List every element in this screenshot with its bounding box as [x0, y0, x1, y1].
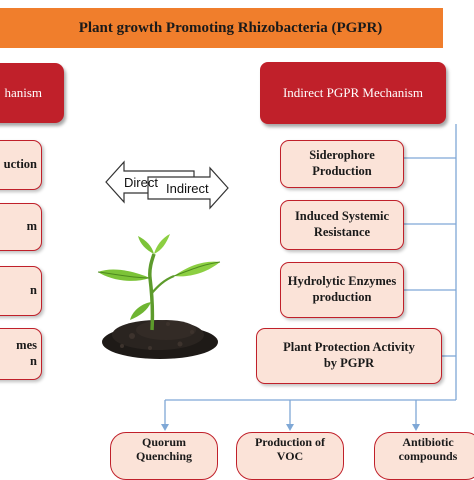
- seedling-icon: [97, 234, 221, 359]
- induced-resistance-box: Induced Systemic Resistance: [280, 200, 404, 250]
- direct-box-3: n: [0, 266, 42, 316]
- diagram-title: Plant growth Promoting Rhizobacteria (PG…: [0, 8, 443, 48]
- quorum-quenching-pill: Quorum Quenching: [110, 432, 218, 480]
- direct-box-2: m: [0, 203, 42, 251]
- siderophore-box: Siderophore Production: [280, 140, 404, 188]
- plant-protection-box: Plant Protection Activity by PGPR: [256, 328, 442, 384]
- direct-label: Direct: [124, 175, 158, 190]
- voc-production-pill: Production of VOC: [236, 432, 344, 480]
- direct-mechanism-header: hanism: [0, 63, 64, 123]
- direct-box-4: mes n: [0, 328, 42, 380]
- antibiotic-compounds-pill: Antibiotic compounds: [374, 432, 474, 480]
- indirect-mechanism-header: Indirect PGPR Mechanism: [260, 62, 446, 124]
- hydrolytic-enzymes-box: Hydrolytic Enzymes production: [280, 262, 404, 318]
- direct-indirect-arrows: Direct Indirect: [105, 160, 229, 210]
- direct-box-1: uction: [0, 140, 42, 190]
- indirect-arrow: [147, 166, 229, 210]
- indirect-label: Indirect: [166, 181, 209, 196]
